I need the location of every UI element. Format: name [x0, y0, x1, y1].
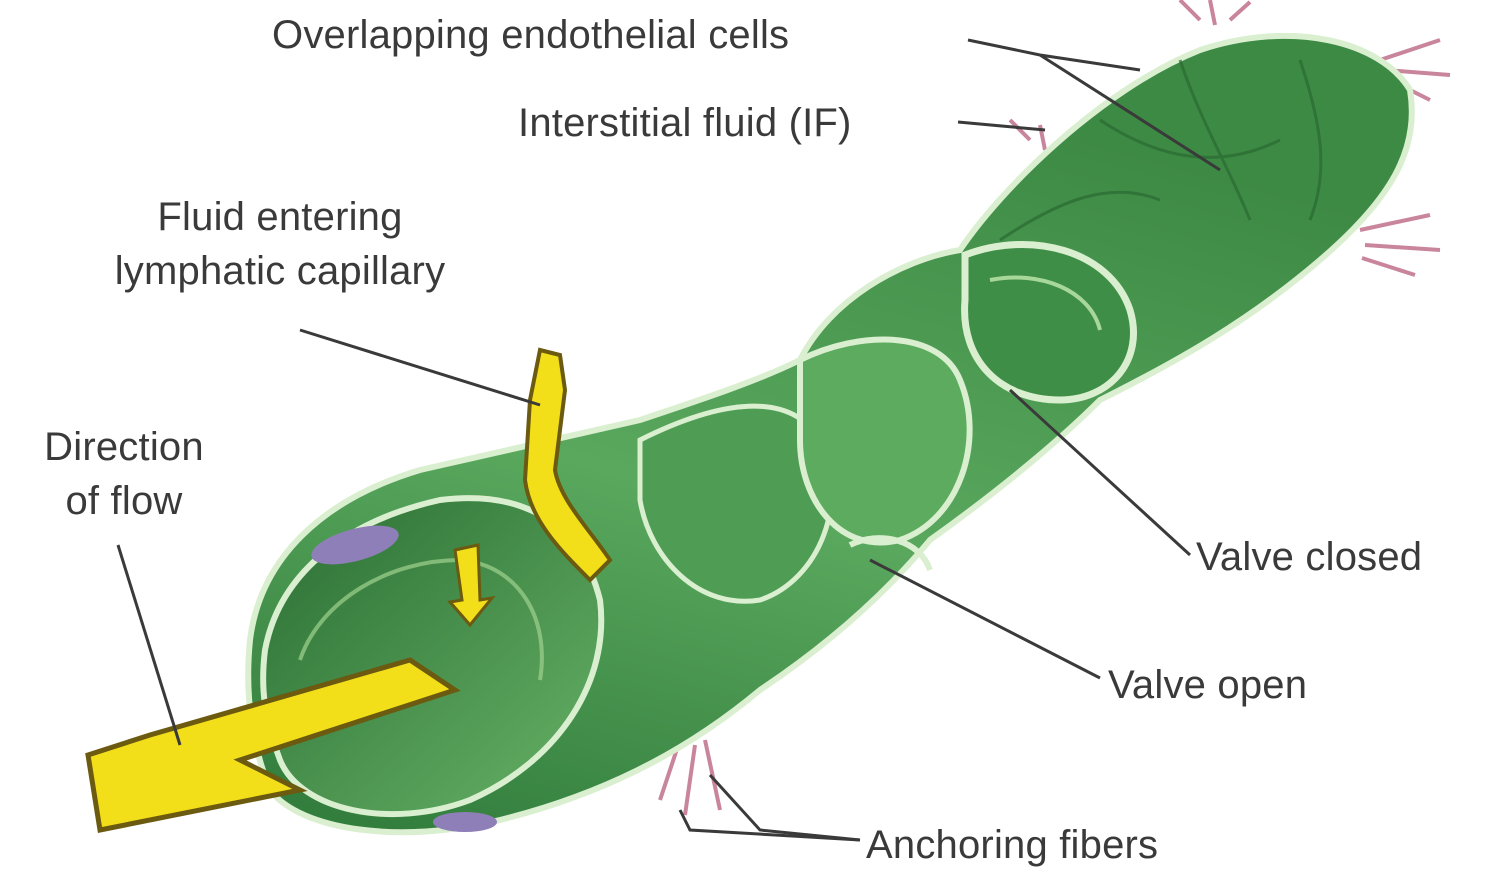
label-overlapping-endothelial-cells: Overlapping endothelial cells	[272, 8, 789, 62]
nucleus	[433, 812, 497, 832]
leader-interstitial-fluid	[958, 122, 1045, 130]
leader-direction-of-flow	[118, 545, 180, 745]
label-direction-line2: of flow	[14, 474, 234, 528]
label-fluid-entering: Fluid entering lymphatic capillary	[60, 190, 500, 298]
label-interstitial-fluid: Interstitial fluid (IF)	[518, 96, 852, 150]
leader-fluid-entering	[300, 330, 540, 405]
label-direction-of-flow: Direction of flow	[14, 420, 234, 528]
label-valve-closed: Valve closed	[1196, 530, 1422, 584]
lymphatic-vessel	[248, 36, 1412, 832]
leader-anchoring-fibers-2	[710, 775, 860, 840]
leader-valve-closed	[1010, 390, 1190, 555]
leader-anchoring-fibers	[680, 810, 860, 840]
leader-valve-open	[870, 560, 1100, 678]
label-valve-open: Valve open	[1108, 658, 1307, 712]
label-fluid-entering-line1: Fluid entering	[60, 190, 500, 244]
label-anchoring-fibers: Anchoring fibers	[866, 818, 1158, 872]
label-fluid-entering-line2: lymphatic capillary	[60, 244, 500, 298]
label-direction-line1: Direction	[14, 420, 234, 474]
